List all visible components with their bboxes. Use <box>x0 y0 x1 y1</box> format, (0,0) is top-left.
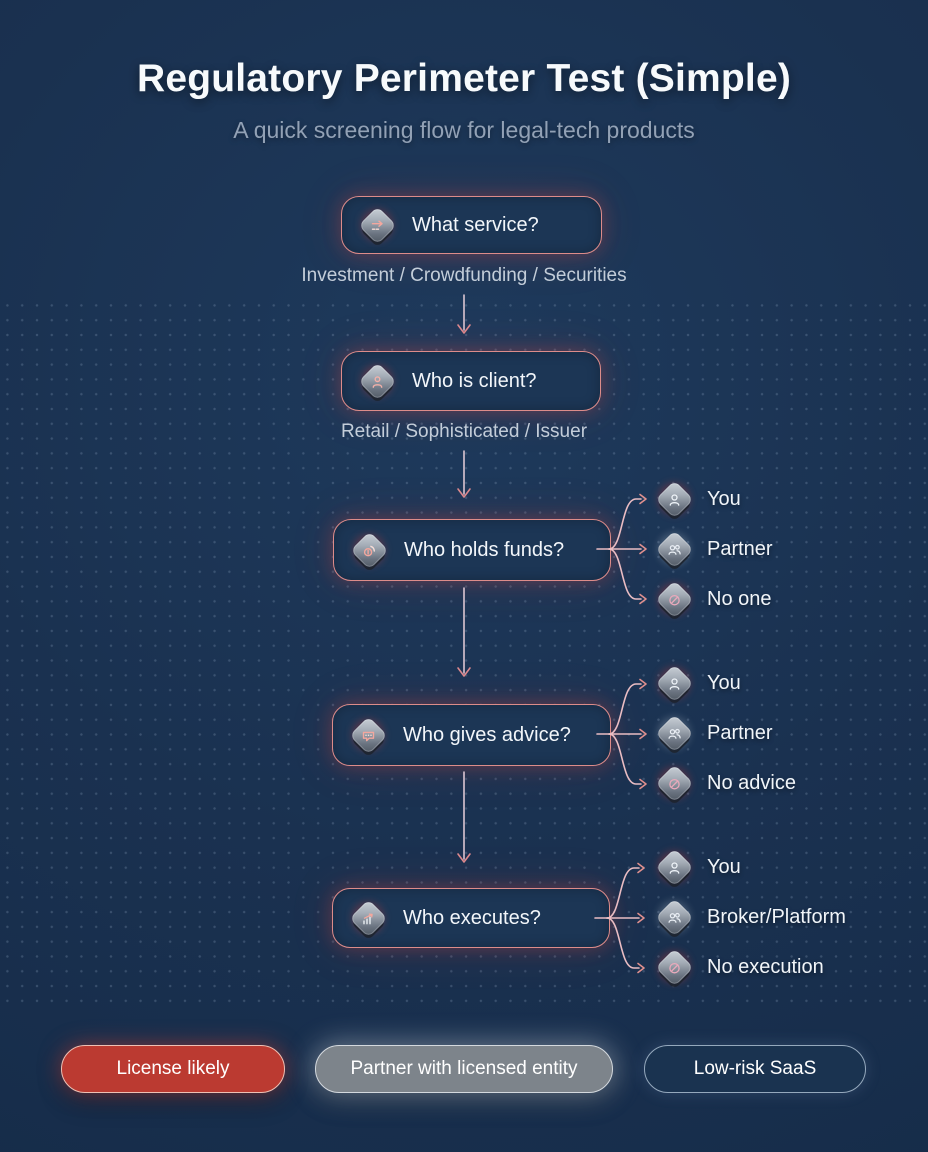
branch-label: You <box>707 487 741 510</box>
branch-row[interactable]: Broker/Platform <box>651 895 846 939</box>
branch-row[interactable]: No one <box>651 577 773 621</box>
branch-group-funds: You Partner No one <box>651 477 773 621</box>
flow-arrow-icon <box>452 293 476 341</box>
ban-icon <box>651 944 697 990</box>
branch-label: You <box>707 855 741 878</box>
flow-node-advice[interactable]: Who gives advice? <box>332 704 611 766</box>
flow-arrow-icon <box>452 770 476 870</box>
ban-icon <box>651 760 697 806</box>
flow-node-client[interactable]: Who is client? <box>341 351 601 411</box>
legend-pill-license-likely[interactable]: License likely <box>61 1045 285 1093</box>
branch-group-executes: You Broker/Platform No execution <box>651 845 846 989</box>
flow-node-funds[interactable]: Who holds funds? <box>333 519 611 581</box>
branch-row[interactable]: No advice <box>651 761 796 805</box>
flow-node-service[interactable]: What service? <box>341 196 602 254</box>
branch-label: Partner <box>707 721 773 744</box>
funds-icon <box>346 527 392 573</box>
client-icon <box>354 358 400 404</box>
flow-arrow-icon <box>452 586 476 684</box>
legend-label: License likely <box>116 1058 230 1079</box>
node-answer-client: Retail / Sophisticated / Issuer <box>340 421 588 442</box>
advice-icon <box>345 712 391 758</box>
executes-icon <box>345 895 391 941</box>
page-subtitle: A quick screening flow for legal-tech pr… <box>233 117 695 143</box>
branch-row[interactable]: Partner <box>651 527 773 571</box>
service-icon <box>354 202 400 248</box>
branch-label: You <box>707 671 741 694</box>
branch-label: No advice <box>707 771 796 794</box>
branch-connector <box>594 858 652 978</box>
branch-label: Broker/Platform <box>707 905 846 928</box>
user-icon <box>651 844 697 890</box>
branch-row[interactable]: Partner <box>651 711 796 755</box>
branch-row[interactable]: You <box>651 845 846 889</box>
node-label: Who holds funds? <box>404 538 565 561</box>
user-icon <box>651 660 697 706</box>
users-icon <box>651 526 697 572</box>
node-label: Who executes? <box>403 906 541 929</box>
legend-label: Partner with licensed entity <box>350 1058 578 1079</box>
branch-connector <box>596 489 654 609</box>
branch-label: Partner <box>707 537 773 560</box>
legend-pill-low-risk-saas[interactable]: Low-risk SaaS <box>644 1045 866 1093</box>
branch-connector <box>596 674 654 794</box>
users-icon <box>651 894 697 940</box>
branch-label: No execution <box>707 955 824 978</box>
flow-arrow-icon <box>452 449 476 505</box>
users-icon <box>651 710 697 756</box>
branch-group-advice: You Partner No advice <box>651 661 796 805</box>
branch-row[interactable]: You <box>651 661 796 705</box>
ban-icon <box>651 576 697 622</box>
flow-node-executes[interactable]: Who executes? <box>332 888 610 948</box>
branch-row[interactable]: No execution <box>651 945 846 989</box>
node-label: Who is client? <box>412 369 537 392</box>
branch-label: No one <box>707 587 772 610</box>
node-answer-service: Investment / Crowdfunding / Securities <box>301 265 627 286</box>
node-label: Who gives advice? <box>403 723 571 746</box>
page-title: Regulatory Perimeter Test (Simple) <box>136 57 792 100</box>
legend-pill-partner-entity[interactable]: Partner with licensed entity <box>315 1045 613 1093</box>
node-label: What service? <box>412 213 539 236</box>
user-icon <box>651 476 697 522</box>
legend-label: Low-risk SaaS <box>693 1058 817 1079</box>
branch-row[interactable]: You <box>651 477 773 521</box>
